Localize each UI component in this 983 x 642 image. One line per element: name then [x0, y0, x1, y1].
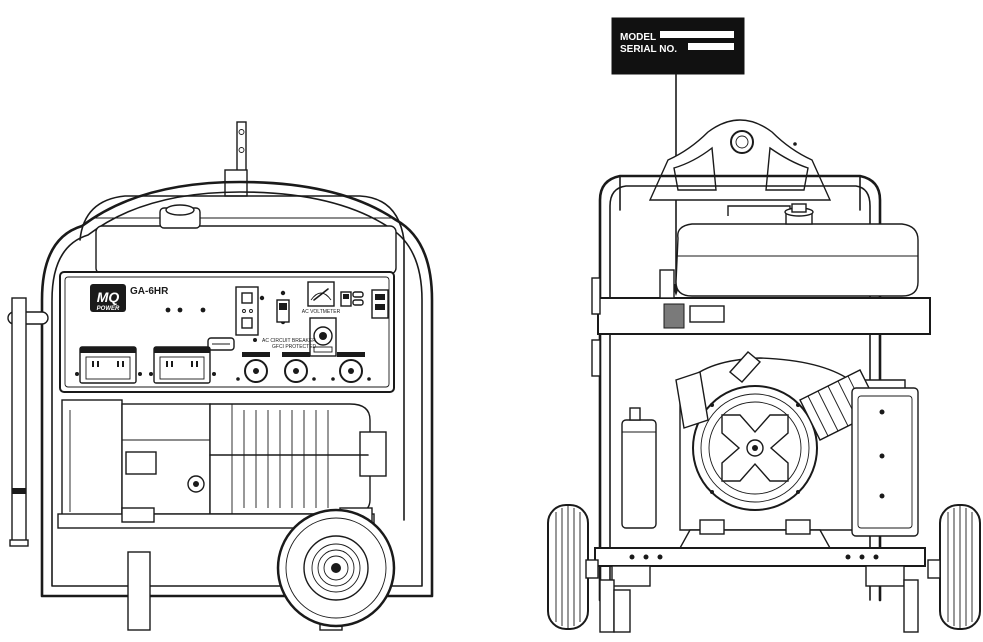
base-rail [594, 547, 926, 633]
generator-side-view: MODEL SERIAL NO. [547, 17, 981, 633]
wheel-left-side [547, 504, 599, 630]
lifting-hook [224, 121, 248, 197]
lifting-bracket [648, 119, 832, 201]
ac-voltmeter: AC VOLTMETER [302, 281, 341, 315]
cross-beam [597, 269, 931, 335]
engine-alternator [57, 399, 387, 529]
gfci-outlet-right [149, 346, 216, 384]
svg-text:POWER: POWER [97, 306, 120, 312]
fuel-tank [675, 203, 919, 297]
nameplate [663, 303, 685, 329]
main-frame [40, 180, 434, 598]
twist-lock-receptacle-1 [236, 352, 270, 383]
idle-switch [340, 291, 364, 307]
serial-label: SERIAL NO. [620, 44, 677, 55]
front-leg-left [127, 551, 151, 631]
side-frame [598, 174, 882, 602]
model-label: MODEL [620, 32, 656, 43]
control-panel: MQ POWER GA-6HR [59, 271, 395, 393]
voltmeter-label: AC VOLTMETER [302, 309, 341, 315]
brand-logo: MQ POWER [90, 284, 126, 312]
gfci-label: GFCI PROTECTED [272, 344, 317, 350]
engine-side [621, 351, 919, 549]
gfci-outlet-left [75, 346, 142, 384]
twist-lock-receptacle-2 [282, 352, 316, 383]
wheel-right-side [927, 504, 981, 630]
model-name: GA-6HR [130, 286, 169, 297]
generator-front-view: MQ POWER GA-6HR [7, 121, 434, 631]
breaker-switch-block [235, 286, 259, 336]
folding-handle [7, 297, 49, 547]
wheel [276, 508, 396, 628]
ignition-knob [309, 317, 337, 357]
breaker-label: AC CIRCUIT BREAKER [262, 338, 316, 344]
svg-text:MQ: MQ [97, 289, 120, 305]
twist-lock-receptacle-3 [331, 352, 371, 383]
